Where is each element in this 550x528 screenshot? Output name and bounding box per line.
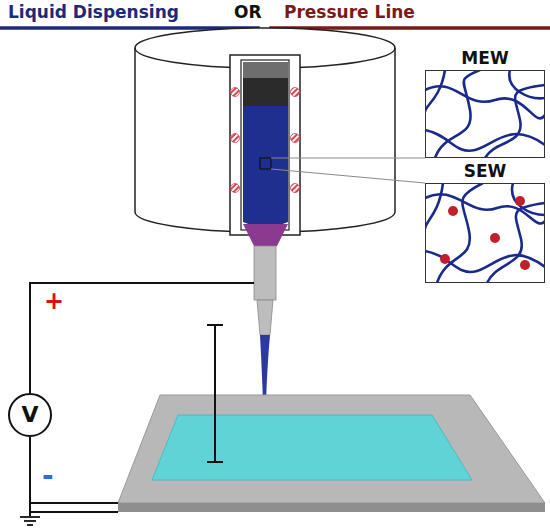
circuit-wire xyxy=(30,283,254,516)
heater-cylinder xyxy=(394,48,396,212)
syringe xyxy=(230,55,300,246)
distance-bracket xyxy=(207,461,223,463)
distance-bracket xyxy=(207,324,223,326)
sew-fibres xyxy=(520,260,530,270)
sew-fibres xyxy=(490,233,500,243)
sew-fibres xyxy=(440,196,530,270)
sew-fibres xyxy=(515,196,525,206)
sew-fibres xyxy=(425,183,545,283)
or-label: OR xyxy=(234,4,262,21)
distance-bracket xyxy=(214,325,216,462)
voltmeter-symbol: V xyxy=(8,393,52,437)
sew-fibres xyxy=(425,194,545,223)
polarity-sign: + xyxy=(44,289,64,313)
mew-fibres xyxy=(509,70,545,98)
heater-marks xyxy=(291,134,300,143)
sew-fibres xyxy=(425,183,545,283)
needle xyxy=(254,246,276,335)
sew-fibres xyxy=(425,251,545,272)
sew-fibres xyxy=(448,206,458,216)
zoom-lines xyxy=(271,169,425,183)
syringe xyxy=(230,55,300,235)
ground-symbol xyxy=(20,516,40,518)
sew-fibres xyxy=(512,183,545,215)
syringe xyxy=(260,158,271,169)
syringe xyxy=(243,78,288,106)
needle xyxy=(254,246,276,300)
mew-fibres xyxy=(425,70,445,112)
syringe xyxy=(241,60,289,230)
polarity-sign: - xyxy=(42,462,54,490)
inset-heading: MEW xyxy=(426,50,544,67)
heater-marks xyxy=(231,184,240,193)
mew-inset-box: MEW xyxy=(425,70,545,158)
zoom-lines xyxy=(271,157,425,158)
needle xyxy=(257,300,273,335)
distance-bracket xyxy=(207,325,223,462)
circuit-wire xyxy=(29,437,31,516)
sew-fibres xyxy=(440,254,450,264)
sew-inset-box: SEW xyxy=(425,183,545,283)
feed-label: Liquid Dispensing xyxy=(8,4,179,21)
ground-symbol xyxy=(20,517,40,525)
circuit-wire xyxy=(30,502,118,504)
feed-label: Pressure Line xyxy=(284,4,415,21)
heater-cylinder xyxy=(134,48,136,212)
zoom-lines xyxy=(271,158,425,183)
mew-fibres xyxy=(425,70,545,158)
ground-symbol xyxy=(27,524,33,526)
inset-heading: SEW xyxy=(426,163,544,180)
heater-marks xyxy=(231,88,240,97)
mew-fibres xyxy=(425,86,545,118)
collector-plate xyxy=(118,395,545,512)
collector-plate xyxy=(152,415,472,480)
circuit-wire xyxy=(30,511,118,513)
syringe xyxy=(243,224,288,246)
syringe xyxy=(243,106,288,227)
heater-marks xyxy=(231,88,300,193)
sew-fibres xyxy=(425,183,443,229)
meter-letter: V xyxy=(21,404,38,426)
heater-marks xyxy=(231,134,240,143)
mew-fibres xyxy=(425,130,545,151)
heater-marks xyxy=(291,88,300,97)
collector-plate xyxy=(118,503,545,512)
heater-marks xyxy=(291,184,300,193)
ground-symbol xyxy=(24,520,36,522)
mew-fibres xyxy=(485,85,545,158)
syringe xyxy=(243,62,288,78)
circuit-wire xyxy=(30,283,254,393)
collector-plate xyxy=(118,395,545,503)
